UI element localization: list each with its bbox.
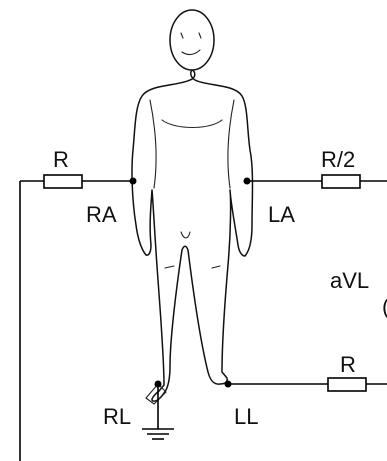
label-right-leg: RL (103, 404, 131, 429)
crotch-line (180, 231, 191, 239)
label-resistor-right-arm: R (53, 147, 69, 172)
knee-left (164, 265, 175, 269)
face-eye-right (198, 32, 202, 39)
face-eye-left (180, 32, 184, 39)
label-lead-avl: aVL (330, 268, 369, 293)
label-resistor-left-arm: R/2 (321, 147, 355, 172)
right-leg-ground: RL (103, 380, 174, 440)
head (169, 9, 215, 71)
label-left-leg: LL (234, 404, 258, 429)
left-leg-branch: R LL (224, 352, 387, 429)
knee-right (211, 265, 221, 269)
label-left-arm: LA (268, 202, 295, 227)
label-resistor-left-leg: R (340, 352, 356, 377)
arm-inner-left (149, 99, 157, 189)
right-arm-branch: R RA (19, 147, 137, 461)
left-arm-branch: R/2 LA (243, 147, 387, 227)
human-figure (131, 9, 254, 405)
electrode-right-arm (129, 177, 137, 185)
label-lead-partial-glyph: ( (382, 294, 387, 319)
resistor-left-arm (321, 174, 361, 189)
chest-line (161, 119, 223, 128)
resistor-left-leg (327, 377, 367, 392)
arm-inner-right (227, 99, 235, 189)
label-right-arm: RA (86, 202, 117, 227)
face-smile (181, 49, 201, 56)
body-outline (131, 69, 254, 402)
resistor-right-arm (43, 174, 83, 189)
foot-left-outline (145, 383, 167, 405)
